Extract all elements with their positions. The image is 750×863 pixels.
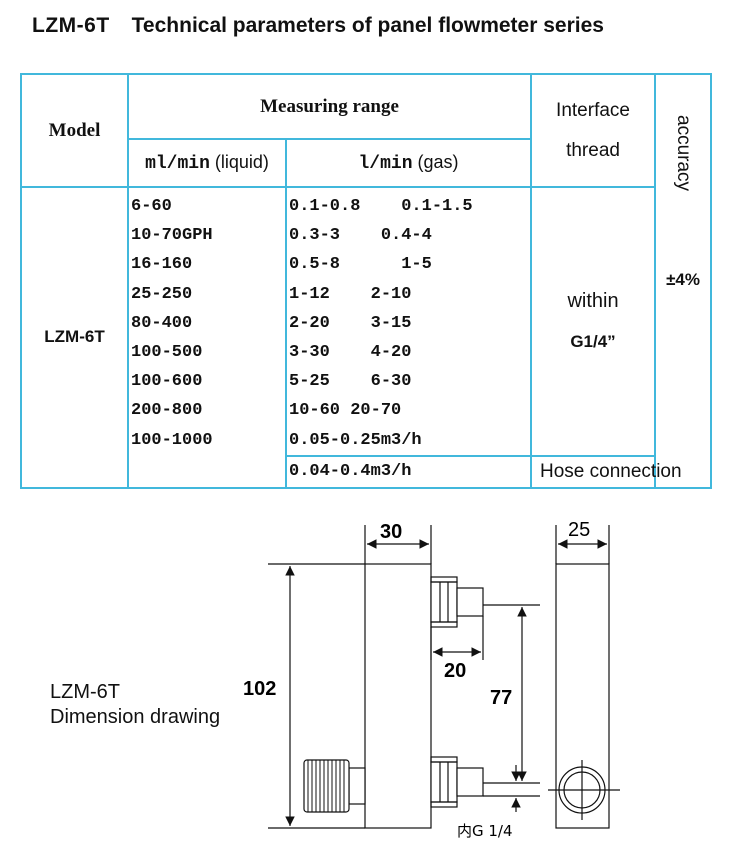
liquid-range-item: 100-600	[131, 372, 203, 392]
liquid-suffix: (liquid)	[214, 152, 269, 172]
gas-range-item: 1-12 2-10	[289, 284, 412, 304]
gas-range-item: 3-30 4-20	[289, 342, 412, 362]
thread-header-line1: Interface	[556, 99, 630, 121]
valve-knob	[303, 759, 350, 813]
accuracy-header: accuracy	[673, 115, 695, 192]
accuracy-cell: accuracy ±4%	[654, 73, 713, 489]
gas-range-item: 0.3-3 0.4-4	[289, 226, 432, 246]
header-model: LZM-6T	[32, 14, 110, 37]
page-header: LZM-6T Technical parameters of panel flow…	[32, 14, 604, 38]
bottom-fitting-nut	[430, 761, 458, 803]
drawing-label: LZM-6T Dimension drawing	[50, 680, 220, 730]
liquid-range-item: 25-250	[131, 284, 193, 304]
thread-header: Interface thread	[530, 73, 657, 188]
dim-height: 102	[243, 678, 276, 700]
front-body	[364, 563, 432, 829]
liquid-range-item: 100-500	[131, 342, 203, 362]
hose-connection-label: Hose connection	[530, 454, 682, 489]
dim-depth: 25	[568, 519, 590, 541]
liquid-range-item: 16-160	[131, 255, 193, 275]
top-fitting-nut	[430, 581, 458, 623]
top-fitting-stem	[456, 587, 484, 617]
range-header: Measuring range	[126, 73, 533, 140]
header-title: Technical parameters of panel flowmeter …	[131, 14, 604, 37]
thread-header-line2: thread	[566, 139, 620, 161]
valve-stem	[348, 767, 366, 805]
hose-range: 0.04-0.4m3/h	[284, 454, 533, 489]
spec-table: Model Measuring range Interface thread a…	[20, 73, 713, 489]
thread-value-line2: G1/4”	[570, 331, 616, 351]
drawing-label-title: Dimension drawing	[50, 706, 221, 728]
liquid-range-item: 80-400	[131, 313, 193, 333]
gas-unit: l/min	[358, 154, 413, 174]
liquid-range-item: 100-1000	[131, 430, 213, 450]
dim-fitting: 20	[444, 660, 466, 682]
liquid-unit-header: ml/min (liquid)	[127, 138, 287, 188]
liquid-range-item: 6-60	[131, 197, 172, 216]
dim-width: 30	[380, 521, 402, 543]
liquid-range-list: 6-60 10-70GPH 16-160 25-250 80-400 100-5…	[127, 186, 287, 489]
gas-range-item: 5-25 6-30	[289, 372, 412, 392]
liquid-unit: ml/min	[145, 154, 210, 174]
thread-value-line1: within	[567, 289, 619, 312]
liquid-range-item: 10-70GPH	[131, 226, 213, 246]
bottom-fitting-stem	[456, 767, 484, 797]
thread-note: 内G 1/4	[457, 822, 513, 840]
gas-suffix: (gas)	[417, 152, 459, 172]
model-header: Model	[20, 73, 129, 188]
gas-range-item: 0.05-0.25m3/h	[289, 430, 422, 450]
model-value: LZM-6T	[20, 186, 129, 489]
dimension-drawing: 30 25 102 77 20 内G 1/4	[243, 519, 620, 840]
accuracy-value: ±4%	[666, 270, 700, 289]
thread-value: within G1/4”	[530, 186, 657, 457]
gas-range-item: 10-60 20-70	[289, 401, 402, 421]
gas-range-item: 0.5-8 1-5	[289, 255, 432, 275]
gas-range-item: 2-20 3-15	[289, 313, 412, 333]
gas-range-item: 0.1-0.8 0.1-1.5	[289, 197, 473, 216]
liquid-range-item: 200-800	[131, 401, 203, 421]
dim-spacing: 77	[490, 687, 512, 709]
gas-unit-header: l/min (gas)	[284, 138, 533, 188]
drawing-label-model: LZM-6T	[50, 681, 120, 703]
gas-range-list: 0.1-0.8 0.1-1.5 0.3-3 0.4-4 0.5-8 1-5 1-…	[284, 186, 533, 457]
